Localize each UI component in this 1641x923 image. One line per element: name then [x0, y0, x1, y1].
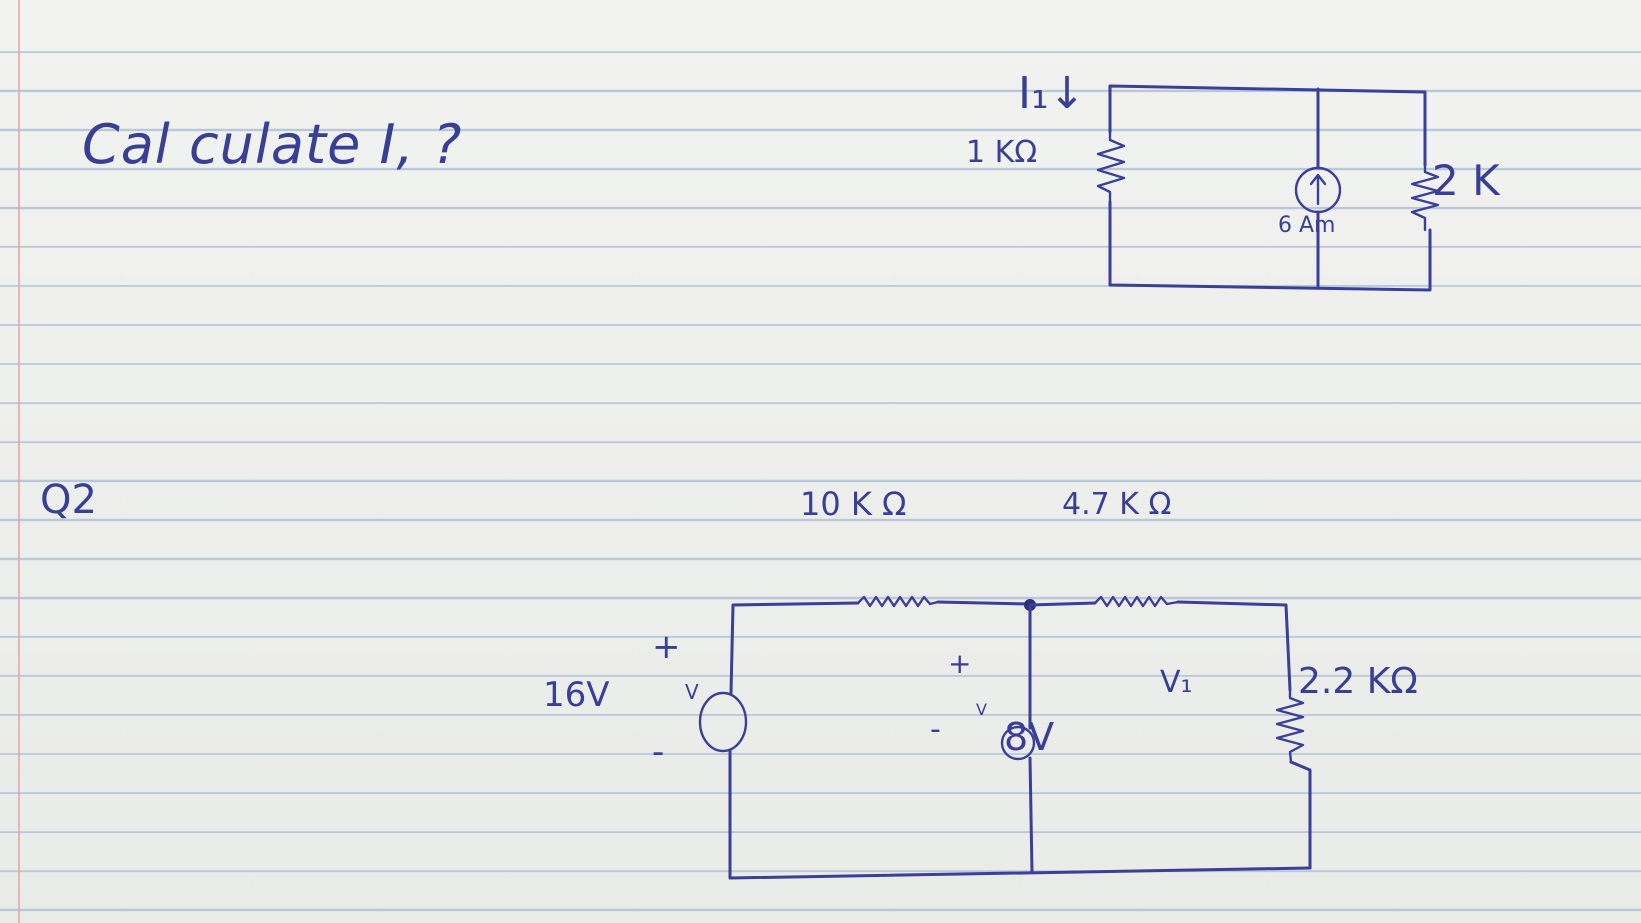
v-source-8v-symbol-letter: V [976, 700, 987, 719]
c2-resistor-10k-icon [856, 595, 940, 608]
c2-resistor-2-2k-label: 2.2 KΩ [1298, 661, 1418, 702]
c2-resistor-2-2k-icon [1275, 688, 1305, 764]
c1-resistor-1k-label: 1 KΩ [966, 135, 1038, 170]
c1-resistor-2k-icon [1410, 163, 1440, 232]
c2-resistor-4-7k-icon [1093, 595, 1180, 608]
circuit-2 [698, 595, 1312, 880]
v1-label: V₁ [1160, 665, 1193, 700]
c2-wire-to-4-7k [1028, 601, 1097, 607]
question-label: Q2 [40, 477, 97, 523]
margin-line [18, 0, 20, 923]
circuit-1 [1096, 84, 1440, 292]
current-source-6a-label: 6 Am [1278, 213, 1336, 238]
page-title: Cal culate I, ? [82, 113, 463, 176]
c2-right-lower-wire [1289, 760, 1312, 870]
c2-resistor-10k-label: 10 K Ω [800, 485, 907, 523]
voltage-source-16v-icon [698, 691, 748, 753]
c1-resistor-2k-label: 2 K [1432, 156, 1500, 205]
c2-bottom-wire [728, 748, 1312, 880]
v-source-16v-minus: - [652, 732, 665, 772]
v-source-16v-label: 16V [543, 675, 610, 715]
c1-bottom-wire [1108, 200, 1432, 292]
c1-resistor-1k-icon [1096, 130, 1126, 204]
c2-wire-to-node [936, 600, 1032, 606]
v-source-8v-minus: - [930, 712, 941, 747]
c2-middle-wire-bottom [1028, 756, 1034, 874]
current-i1-label: I₁↓ [1018, 68, 1086, 119]
v-source-8v-plus: + [948, 647, 972, 680]
voltage-source-8v-icon [1000, 725, 1036, 761]
current-source-icon [1294, 166, 1342, 214]
c2-resistor-4-7k-label: 4.7 K Ω [1062, 487, 1172, 522]
v-source-16v-symbol-letter: V [685, 680, 699, 704]
v-source-16v-plus: + [652, 627, 681, 667]
c2-top-right-wire [1176, 600, 1292, 692]
c2-left-top-wire [729, 601, 860, 695]
c1-top-wire [1108, 84, 1427, 167]
